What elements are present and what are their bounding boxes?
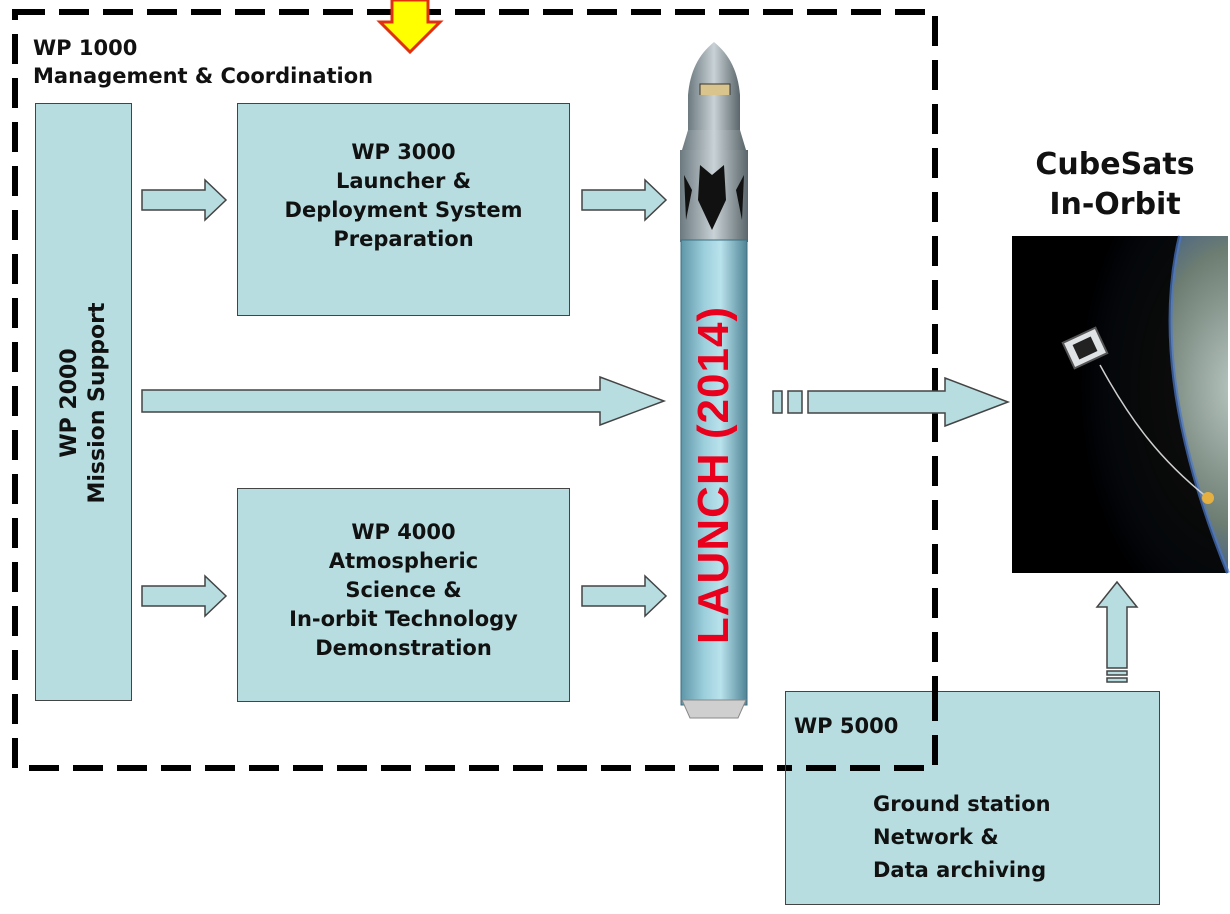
wp2000-box: WP 2000 Mission Support [35,103,132,701]
wp3000-id: WP 3000 [351,140,456,164]
wp4000-id: WP 4000 [351,520,456,544]
wp3000-line: Preparation [333,227,474,251]
wp4000-line: Demonstration [315,636,492,660]
wp3000-line: Deployment System [284,198,523,222]
arrow-wp2000-to-wp4000 [141,574,228,618]
arrow-ground-to-orbit [1095,580,1139,669]
wp3000-box: WP 3000 Launcher & Deployment System Pre… [237,103,570,316]
wp4000-line: Atmospheric [328,549,479,573]
wp1000-name: Management & Coordination [33,64,374,88]
highlight-arrow-icon [376,0,444,55]
arrow-wp2000-to-launch [141,375,667,427]
arrow-launch-to-orbit [807,376,1011,428]
wp4000-line: Science & [345,578,462,602]
arrow-segment [1106,677,1128,683]
arrow-segment [1106,670,1128,676]
wp5000-id: WP 5000 [794,714,899,738]
wp5000-line: Network & [873,825,999,849]
wp3000-line: Launcher & [335,169,472,193]
wp4000-line: In-orbit Technology [289,607,518,631]
arrow-wp3000-to-launch [581,178,668,222]
wp5000-line: Data archiving [873,858,1047,882]
wp1000-id: WP 1000 [33,36,138,60]
cubesat-orbit-image [1012,235,1230,574]
rocket-illustration [680,42,748,719]
wp4000-box: WP 4000 Atmospheric Science & In-orbit T… [237,488,570,702]
cubesats-line: In-Orbit [1049,187,1181,222]
arrow-wp4000-to-launch [581,574,668,618]
arrow-segment [787,390,803,414]
wp5000-line: Ground station [873,792,1051,816]
arrow-wp2000-to-wp3000 [141,178,228,222]
wp1000-label: WP 1000 Management & Coordination [33,34,373,90]
arrow-segment [772,390,783,414]
cubesats-title: CubeSats In-Orbit [1000,145,1230,225]
wp5000-box: WP 5000 Ground station Network & Data ar… [785,691,1160,905]
cubesats-line: CubeSats [1035,147,1195,182]
